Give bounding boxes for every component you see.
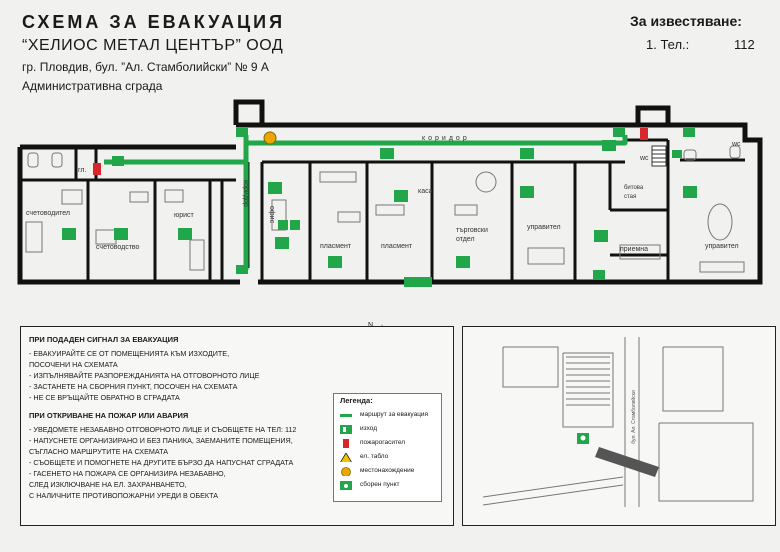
- address: гр. Пловдив, бул. ”Ал. Стамболийски” № 9…: [22, 60, 269, 74]
- outer-walls: [17, 99, 763, 285]
- notify-tel-number: 112: [734, 37, 755, 52]
- room-label-cashier: каса: [418, 188, 433, 195]
- instruction-line: - ГАСЕНЕТО НА ПОЖАРА СЕ ОРГАНИЗИРА НЕЗАБ…: [29, 469, 226, 478]
- stairs: [651, 145, 667, 167]
- fire-extinguisher-icon: [343, 439, 349, 448]
- legend-label: пожарогасител: [360, 439, 406, 446]
- room-label-corridor-h: коридор: [422, 135, 470, 142]
- instruction-line: - ЗАСТАНЕТЕ НА СБОРНИЯ ПУНКТ, ПОСОЧЕН НА…: [29, 382, 238, 391]
- instruction-line: - ИЗПЪЛНЯВАЙТЕ РАЗПОРЕЖДАНИЯТА НА ОТГОВО…: [29, 371, 260, 380]
- instructions-section-evacuation: ПРИ ПОДАДЕН СИГНАЛ ЗА ЕВАКУАЦИЯ: [29, 335, 179, 344]
- compass-north-label: N: [368, 322, 373, 329]
- room-label-manager-1: управител: [527, 224, 561, 231]
- assembly-point-icon: [340, 481, 352, 490]
- exit-sign-icon: [340, 425, 352, 434]
- room-label-corridor-v: коридор: [242, 180, 249, 207]
- instruction-line: СЛЕД ИЗКЛЮЧВАНЕ НА ЕЛ. ЗАХРАНВАНЕТО,: [29, 480, 187, 489]
- legend: Легенда: маршрут за евакуация изход пожа…: [333, 393, 442, 502]
- legend-item: сборен пункт: [340, 480, 440, 491]
- legend-item: местонахождение: [340, 466, 440, 477]
- instructions-section-fire: ПРИ ОТКРИВАНЕ НА ПОЖАР ИЛИ АВАРИЯ: [29, 411, 189, 420]
- instruction-line: - НЕ СЕ ВРЪЩАЙТЕ ОБРАТНО В СГРАДАТА: [29, 393, 180, 402]
- legend-item: ел. табло: [340, 452, 440, 463]
- legend-heading: Легенда:: [340, 396, 373, 405]
- exit-sign-icon: [236, 128, 695, 287]
- route-arrow-icon: [62, 140, 697, 268]
- plan-title: СХЕМА ЗА ЕВАКУАЦИЯ: [22, 12, 286, 32]
- legend-label: маршрут за евакуация: [360, 411, 429, 418]
- evacuation-route: [104, 135, 628, 270]
- street-label: бул. Ал. Стамболийски: [630, 390, 637, 444]
- room-label-accounting: счетоводство: [96, 244, 140, 251]
- legend-label: ел. табло: [360, 453, 389, 460]
- admin-building-shape: [595, 447, 659, 477]
- instruction-line: С НАЛИЧНИТЕ ПРОТИВОПОЖАРНИ УРЕДИ В ОБЕКТ…: [29, 491, 219, 500]
- street-name: бул. Ал. Стамболийски: [630, 390, 637, 444]
- room-label-sales: търговски отдел: [456, 227, 488, 243]
- instruction-line: ПОСОЧЕНИ НА СХЕМАТА: [29, 360, 118, 369]
- notify-heading: За известяване:: [630, 13, 742, 29]
- stair-exit-icon: [672, 150, 682, 158]
- instruction-line: - УВЕДОМЕТЕ НЕЗАБАВНО ОТГОВОРНОТО ЛИЦЕ И…: [29, 425, 297, 434]
- legend-label: сборен пункт: [360, 481, 400, 488]
- room-label-manager-2: управител: [705, 243, 739, 250]
- legend-item: изход: [340, 424, 440, 435]
- legend-item: пожарогасител: [340, 438, 440, 449]
- instruction-line: - СЪОБЩЕТЕ И ПОМОГНЕТЕ НА ДРУГИТЕ БЪРЗО …: [29, 458, 294, 467]
- route-line-icon: [340, 414, 352, 417]
- company-name: “ХЕЛИОС МЕТАЛ ЦЕНТЪР” ООД: [22, 37, 284, 54]
- instruction-line: СЪГЛАСНО МАРШРУТИТЕ НА СХЕМАТА: [29, 447, 169, 456]
- notify-tel-label: 1. Тел.:: [646, 37, 690, 52]
- room-label-lawyer: юрист: [174, 212, 194, 219]
- legend-item: маршрут за евакуация: [340, 410, 440, 421]
- site-plan-map: бул. Ал. Стамболийски: [482, 337, 754, 507]
- room-label-wc-3: гл.: [78, 167, 87, 174]
- floor-plan: [17, 99, 763, 287]
- legend-label: изход: [360, 425, 378, 432]
- room-label-kitchen: битова стая: [624, 185, 644, 200]
- room-label-reception: приемна: [620, 246, 649, 253]
- you-are-here-marker: [263, 131, 277, 145]
- room-label-wc-1: wc: [640, 155, 649, 162]
- legend-label: местонахождение: [360, 467, 415, 474]
- room-label-accountant: счетоводител: [26, 210, 70, 217]
- instruction-line: - НАПУСНЕТЕ ОРГАНИЗИРАНО И БЕЗ ПАНИКА, З…: [29, 436, 293, 445]
- building-name: Административна сграда: [22, 79, 163, 93]
- room-label-office: офис: [268, 206, 275, 224]
- you-are-here-icon: [341, 467, 351, 476]
- room-label-wc-2: wc: [732, 141, 741, 148]
- room-label-placement-2: пласмент: [381, 243, 413, 250]
- room-label-placement-1: пласмент: [320, 243, 352, 250]
- electric-panel-warning-icon: [340, 453, 352, 462]
- fire-extinguisher-icon: [93, 128, 648, 175]
- instruction-line: - ЕВАКУИРАЙТЕ СЕ ОТ ПОМЕЩЕНИЯТА КЪМ ИЗХО…: [29, 349, 230, 358]
- site-plan-panel: бул. Ал. Стамболийски: [462, 326, 776, 526]
